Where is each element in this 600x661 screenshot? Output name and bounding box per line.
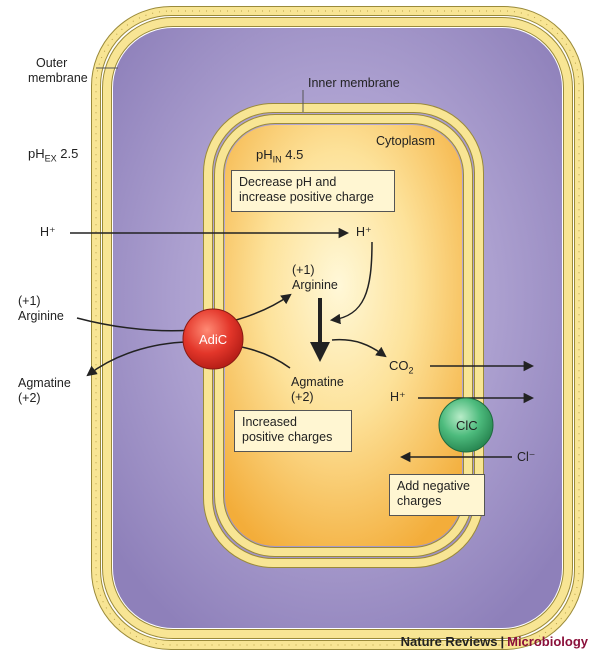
- ph-external-label: pHEX 2.5: [28, 146, 79, 164]
- cl-minus-label: Cl⁻: [517, 450, 536, 464]
- h-plus-outside-label: H⁺: [40, 225, 56, 239]
- add-negative-box: Add negative charges: [389, 474, 485, 516]
- h-plus-exit-label: H⁺: [390, 390, 406, 404]
- adic-label: AdiC: [199, 332, 228, 347]
- decrease-ph-box: Decrease pH and increase positive charge: [231, 170, 395, 212]
- clc-channel: [438, 397, 494, 453]
- arginine-inside-label: (+1) Arginine: [292, 263, 338, 292]
- agmatine-inside-label: Agmatine (+2): [291, 375, 344, 404]
- h-plus-inside-label: H⁺: [356, 225, 372, 239]
- h-plus-consumption-arrow: [329, 241, 373, 325]
- agmatine-outside-label: Agmatine (+2): [18, 376, 71, 405]
- adic-transporter: [182, 308, 244, 370]
- increased-positive-box: Increased positive charges: [234, 410, 352, 452]
- ph-internal-label: pHIN 4.5: [256, 147, 304, 165]
- journal-section: Microbiology: [507, 634, 588, 649]
- outer-membrane: [91, 6, 584, 650]
- co2-branch-arrow: [331, 338, 387, 358]
- outer-membrane-label: Outer membrane: [28, 56, 88, 85]
- inner-membrane-label: Inner membrane: [308, 76, 400, 90]
- credit-separator: |: [500, 634, 505, 649]
- clc-label: ClC: [456, 418, 478, 433]
- journal-credit: Nature Reviews|Microbiology: [401, 634, 588, 649]
- co2-label: CO2: [389, 358, 414, 376]
- journal-name: Nature Reviews: [400, 634, 498, 649]
- arginine-outside-label: (+1) Arginine: [18, 294, 64, 323]
- cytoplasm-label: Cytoplasm: [376, 134, 436, 148]
